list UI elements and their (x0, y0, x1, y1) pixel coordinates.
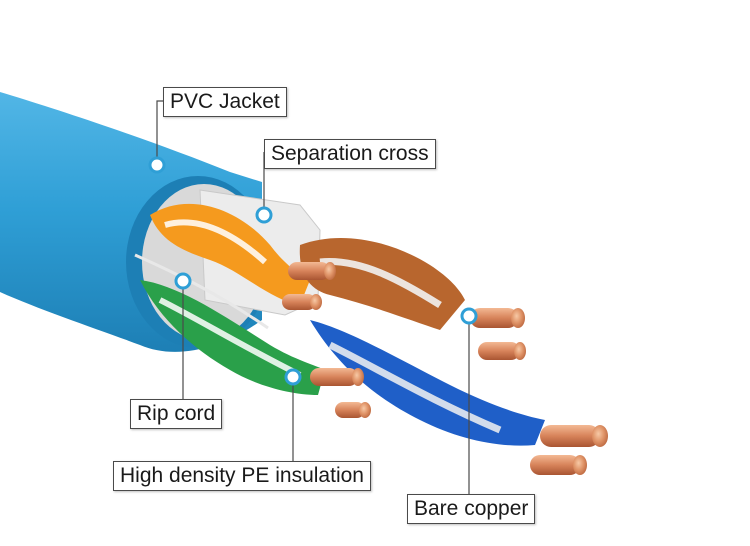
orange-stripe (164, 219, 268, 265)
leader-lines (156, 100, 470, 494)
blue-pair-shape (310, 320, 545, 446)
brown-stripe (319, 258, 442, 308)
marker-pe (284, 368, 302, 386)
marker-rip (174, 272, 192, 290)
green-stripe (158, 297, 302, 378)
marker-separation (255, 206, 273, 224)
marker-pvc (148, 156, 166, 174)
separation-cross-label: Separation cross (264, 139, 436, 169)
marker-dots (148, 156, 478, 386)
blue-stripe (328, 341, 502, 434)
pe-insulation-label: High density PE insulation (113, 461, 371, 491)
leader-pvc (156, 100, 163, 165)
pvc-jacket-label: PVC Jacket (163, 87, 287, 117)
copper-conductors (282, 262, 608, 475)
marker-bare (460, 307, 478, 325)
brown-pair-shape (299, 237, 465, 330)
bare-copper-label: Bare copper (407, 494, 536, 524)
rip-cord-label: Rip cord (130, 399, 223, 429)
rip-cord-shape (134, 253, 269, 330)
orange-pair-shape (150, 203, 310, 305)
